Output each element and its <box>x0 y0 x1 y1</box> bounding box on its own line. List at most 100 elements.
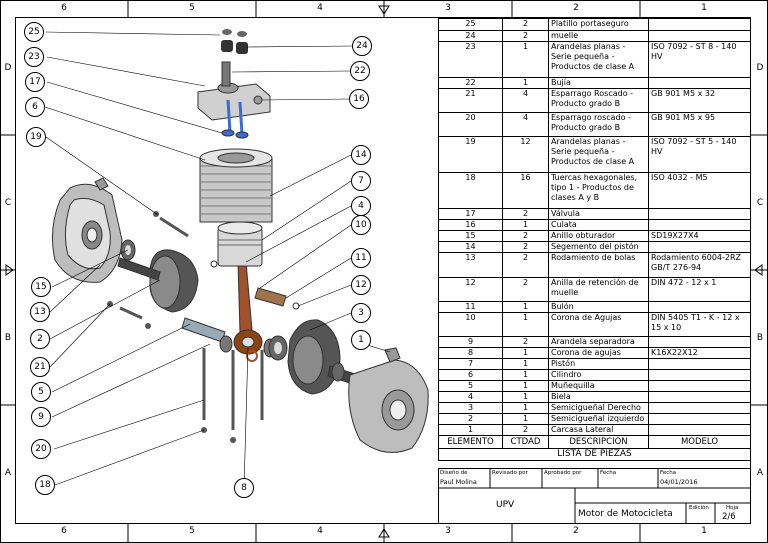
parts-list-cell-qty: 2 <box>502 252 549 278</box>
date-value: 04/01/2016 <box>660 478 698 486</box>
parts-list-cell-element: 11 <box>438 301 503 313</box>
parts-list-cell-qty: 1 <box>502 219 549 231</box>
zone-bottom-1: 1 <box>701 526 707 536</box>
parts-list-cell-element: 16 <box>438 219 503 231</box>
drawing-title: Motor de Motocicleta <box>578 509 673 519</box>
parts-list-cell-model <box>648 30 751 42</box>
parts-list-cell-qty: 12 <box>502 136 549 173</box>
parts-list-cell-description: Carcasa Lateral <box>548 424 649 436</box>
parts-list-cell-qty: 2 <box>502 30 549 42</box>
parts-list-cell-description: Bujía <box>548 77 649 89</box>
balloon-5: 5 <box>31 382 51 402</box>
parts-list-cell-model: ISO 4032 - M5 <box>648 172 751 209</box>
parts-list-cell-description: Pistón <box>548 358 649 370</box>
parts-list-cell-model <box>648 380 751 392</box>
zone-top-4: 4 <box>317 3 323 13</box>
parts-list-cell-model <box>648 358 751 370</box>
balloon-17: 17 <box>25 72 45 92</box>
parts-list-cell-model: K16X22X12 <box>648 347 751 359</box>
parts-list-cell-element: 24 <box>438 30 503 42</box>
parts-list-cell-qty: 1 <box>502 380 549 392</box>
parts-list-cell-element: 4 <box>438 391 503 403</box>
zone-left-b: B <box>4 333 12 343</box>
parts-list-cell-description: Válvula <box>548 208 649 220</box>
zone-top-2: 2 <box>573 3 579 13</box>
balloon-18: 18 <box>35 475 55 495</box>
parts-list-cell-qty: 2 <box>502 230 549 242</box>
balloon-8: 8 <box>234 478 254 498</box>
parts-list-cell-description: Bulón <box>548 301 649 313</box>
balloon-1: 1 <box>351 330 371 350</box>
parts-list-cell-qty: 2 <box>502 277 549 302</box>
parts-list-cell-qty: 4 <box>502 112 549 137</box>
parts-list-cell-model: Rodamiento 6004-2RZ GB/T 276-94 <box>648 252 751 278</box>
zone-bottom-6: 6 <box>61 526 67 536</box>
parts-list-cell-element: 1 <box>438 424 503 436</box>
parts-list-cell-description: Semicigueñal izquierdo <box>548 413 649 425</box>
parts-list-cell-qty: 1 <box>502 369 549 381</box>
date-label-2: Fecha <box>660 470 677 476</box>
right-crankcase <box>348 347 429 453</box>
parts-list-cell-description: Corona de Agujas <box>548 312 649 337</box>
parts-list-cell-model <box>648 301 751 313</box>
header-quantity: CTDAD <box>502 435 549 449</box>
parts-list-cell-model <box>648 413 751 425</box>
zone-top-3: 3 <box>445 3 451 13</box>
header-model: MODELO <box>648 435 751 449</box>
parts-list-cell-model: DIN 5405 T1 - K - 12 x 15 x 10 <box>648 312 751 337</box>
zone-left-a: A <box>4 468 12 478</box>
parts-list-cell-qty: 1 <box>502 391 549 403</box>
parts-list-cell-qty: 1 <box>502 347 549 359</box>
parts-list-cell-model <box>648 18 751 31</box>
parts-list-cell-description: Segemento del pistón <box>548 241 649 253</box>
balloon-19: 19 <box>26 127 46 147</box>
parts-list-cell-qty: 1 <box>502 358 549 370</box>
parts-list-cell-element: 13 <box>438 252 503 278</box>
sheet-label: Hoja <box>726 505 739 511</box>
parts-list-cell-element: 17 <box>438 208 503 220</box>
reviewed-by-label: Revisado por <box>492 470 528 476</box>
parts-list-cell-element: 12 <box>438 277 503 302</box>
parts-list-title: LISTA DE PIEZAS <box>438 448 751 461</box>
zone-bottom-4: 4 <box>317 526 323 536</box>
parts-list-cell-qty: 1 <box>502 77 549 89</box>
piston <box>217 221 263 267</box>
parts-list-cell-qty: 1 <box>502 41 549 78</box>
parts-list-cell-qty: 1 <box>502 301 549 313</box>
parts-list-cell-element: 9 <box>438 336 503 348</box>
parts-list-cell-element: 3 <box>438 402 503 414</box>
zone-bottom-2: 2 <box>573 526 579 536</box>
parts-list-cell-model <box>648 77 751 89</box>
parts-list-cell-description: Semicigueñal Derecho <box>548 402 649 414</box>
title-block: Diseño de Paul Molina Revisado por Aprob… <box>438 468 751 524</box>
balloon-12: 12 <box>351 275 371 295</box>
parts-list-cell-description: Culata <box>548 219 649 231</box>
balloon-23: 23 <box>24 47 44 67</box>
balloon-6: 6 <box>25 97 45 117</box>
balloon-22: 22 <box>350 61 370 81</box>
parts-list-cell-qty: 2 <box>502 18 549 31</box>
parts-list-cell-model <box>648 369 751 381</box>
parts-list-cell-element: 15 <box>438 230 503 242</box>
parts-list-cell-element: 2 <box>438 413 503 425</box>
header-element: ELEMENTO <box>438 435 503 449</box>
parts-list-cell-element: 7 <box>438 358 503 370</box>
cylinder <box>199 148 273 223</box>
sheet-number: 2/6 <box>722 512 736 522</box>
parts-list-cell-qty: 2 <box>502 424 549 436</box>
parts-list-cell-element: 22 <box>438 77 503 89</box>
